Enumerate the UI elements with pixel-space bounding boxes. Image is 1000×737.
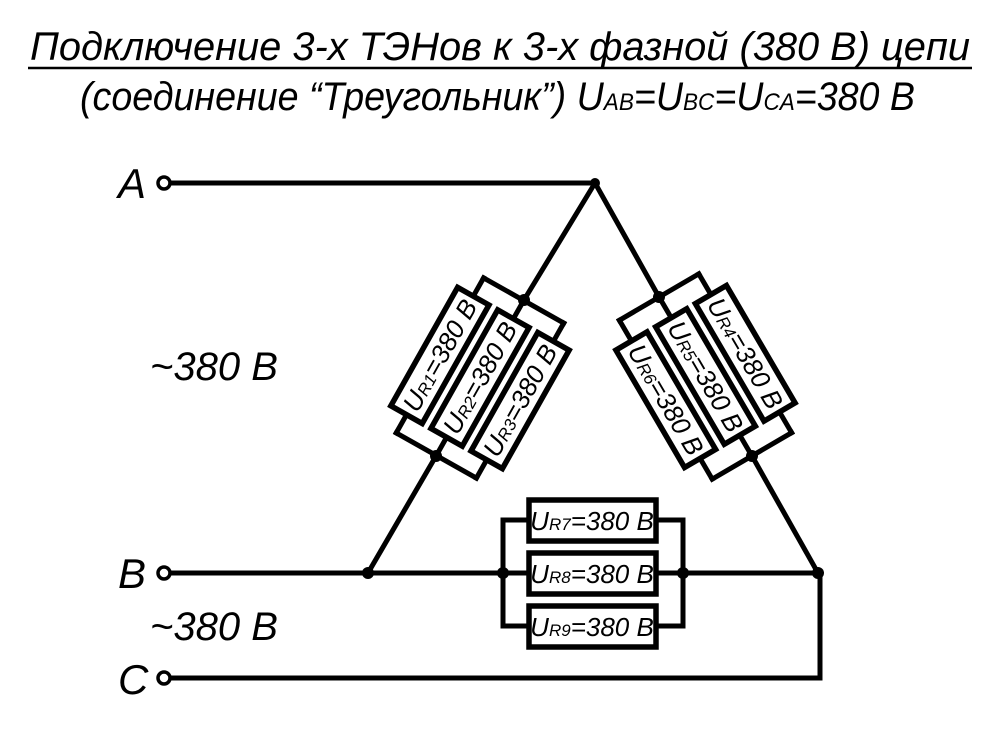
- voltage-label-bc: ~380 В: [150, 605, 278, 649]
- terminal-b-label: B: [118, 550, 146, 597]
- heater-r5: UR5=380 В: [651, 293, 760, 460]
- title-line-2: (соединение “Треугольник”) UAB=UBC=UCA=3…: [80, 75, 915, 119]
- terminal-a-label: A: [115, 160, 146, 207]
- heater-r1: UR1=380 В: [387, 274, 493, 437]
- heater-group-ab: UR1=380 В UR2=380 В UR3=380 В: [387, 274, 573, 482]
- terminal-c-label: C: [118, 656, 149, 703]
- voltage-label-ab: ~380 В: [150, 345, 278, 389]
- title-line-1: Подключение 3-х ТЭНов к 3-х фазной (380 …: [30, 25, 970, 69]
- heater-group-ca: UR4=380 В UR5=380 В UR6=380 В: [612, 270, 799, 483]
- terminal-a: [156, 175, 172, 191]
- heater-r9: UR9=380 В: [500, 603, 686, 650]
- svg-text:UR8=380 В: UR8=380 В: [530, 559, 654, 589]
- heater-r7: UR7=380 В: [500, 497, 686, 544]
- heater-r2: UR2=380 В: [427, 297, 533, 459]
- terminal-b: [156, 565, 172, 581]
- terminal-c: [156, 670, 172, 686]
- svg-text:UR9=380 В: UR9=380 В: [530, 612, 654, 642]
- svg-text:UR7=380 В: UR7=380 В: [530, 506, 654, 536]
- heater-group-bc: UR7=380 В UR8=380 В UR9=380 В: [500, 497, 686, 650]
- heater-r8: UR8=380 В: [526, 550, 659, 597]
- wires: [167, 179, 823, 681]
- junction-dots: [362, 178, 824, 579]
